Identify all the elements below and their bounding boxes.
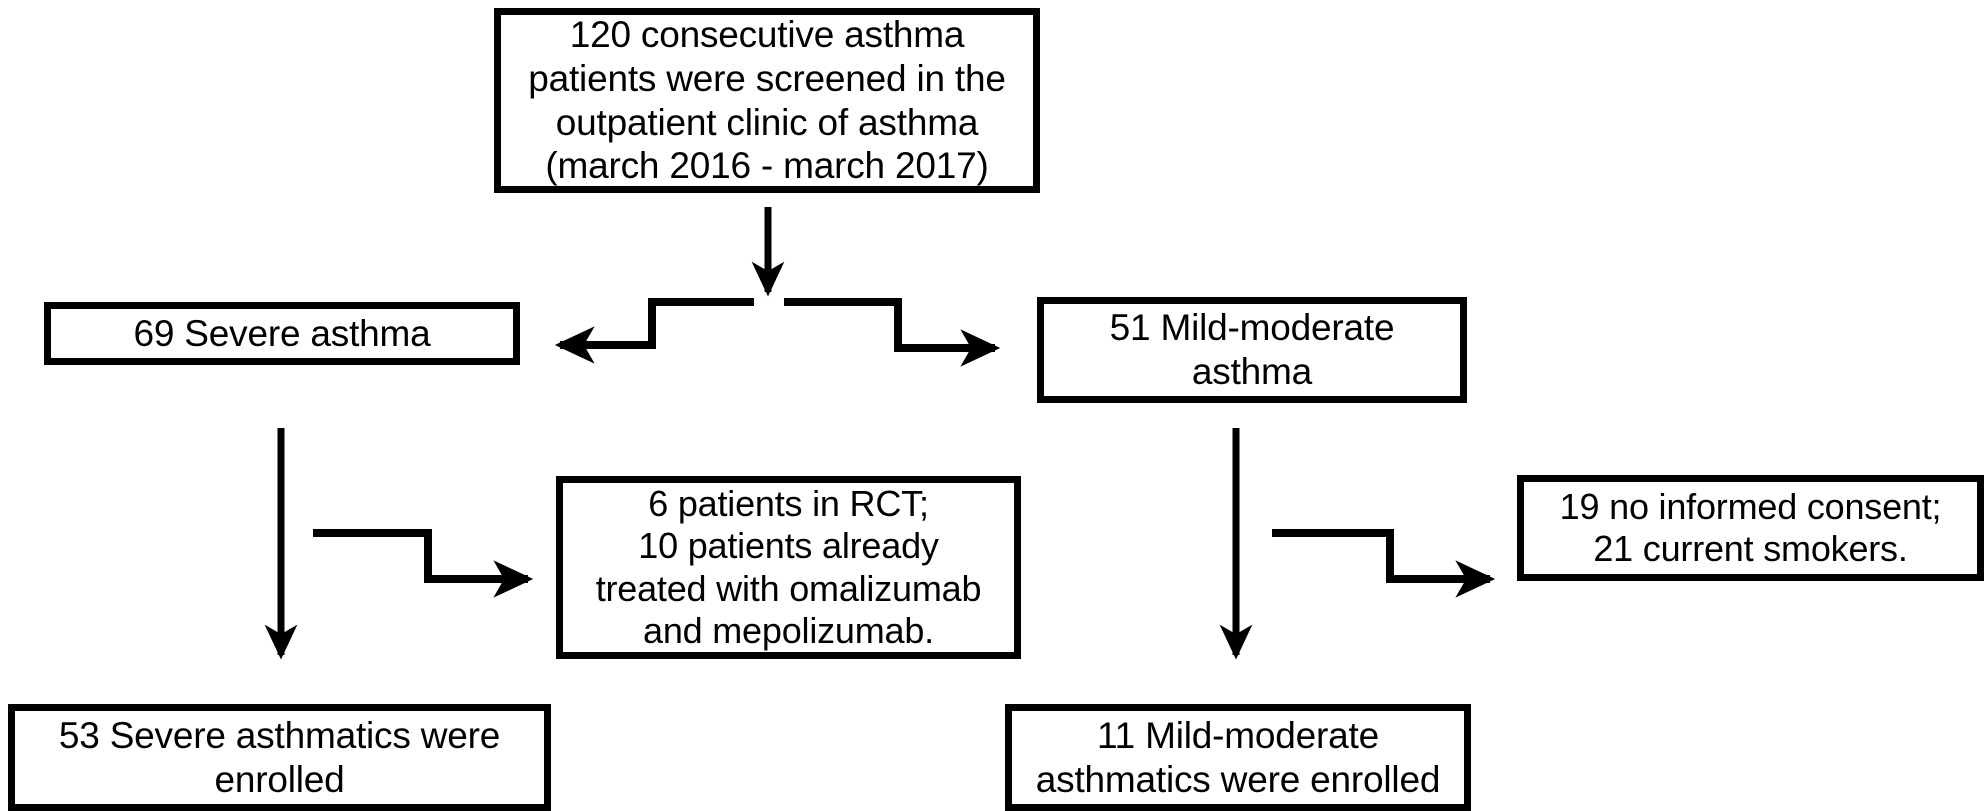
- box-severe-enrolled: 53 Severe asthmatics were enrolled: [8, 704, 551, 811]
- box-mild-moderate-enrolled: 11 Mild-moderate asthmatics were enrolle…: [1005, 704, 1471, 811]
- box-mild-moderate-asthma: 51 Mild-moderate asthma: [1037, 297, 1467, 403]
- box-screened-patients: 120 consecutive asthma patients were scr…: [494, 8, 1040, 193]
- connector-split-to-severe: [554, 298, 754, 364]
- box-mild-moderate-exclusions: 19 no informed consent; 21 current smoke…: [1517, 475, 1984, 581]
- connector-mild-moderate-to-excluded: [1272, 529, 1496, 598]
- connector-split-to-mild-moderate: [784, 298, 1001, 367]
- connector-severe-to-excluded: [313, 529, 534, 598]
- box-severe-exclusions: 6 patients in RCT; 10 patients already t…: [556, 476, 1021, 659]
- box-severe-asthma: 69 Severe asthma: [44, 302, 520, 365]
